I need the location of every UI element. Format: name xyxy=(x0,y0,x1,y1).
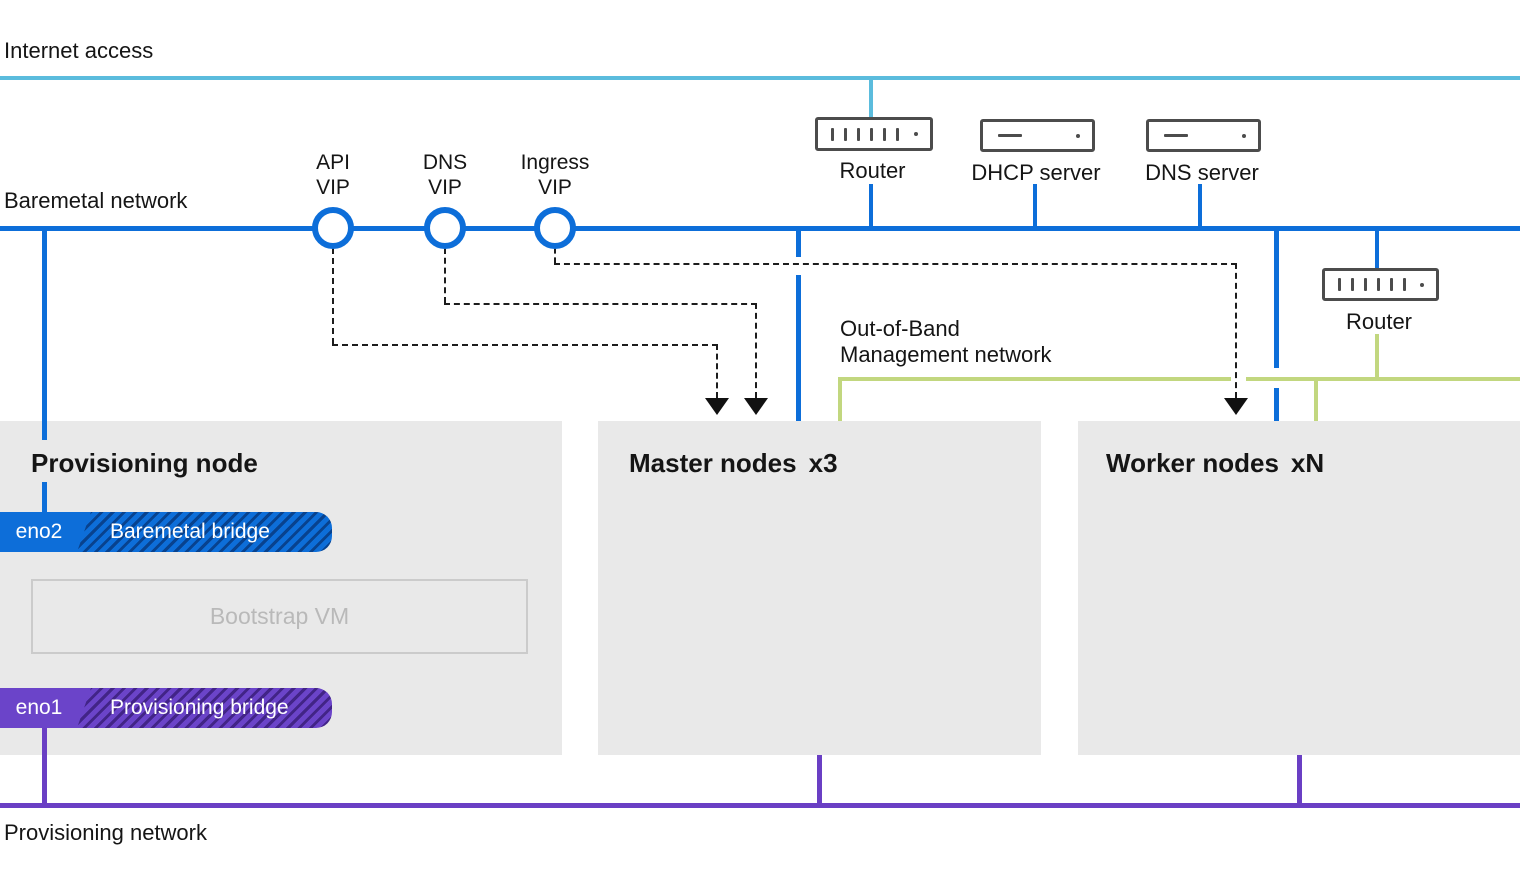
router-tick xyxy=(1403,278,1406,291)
oob-network-line-right xyxy=(1246,377,1520,381)
dns-to-baremetal-link xyxy=(1198,184,1202,226)
ingress-vip-circle xyxy=(534,207,576,249)
ingress-vip-label-line2: VIP xyxy=(538,176,572,199)
dhcp-server-label: DHCP server xyxy=(971,160,1101,185)
worker-nodes-box xyxy=(1078,421,1520,755)
dns-vip-label-line2: VIP xyxy=(428,176,462,199)
router-label: Router xyxy=(839,158,906,183)
router-to-baremetal-link xyxy=(869,184,873,226)
eno2-nic-label: eno2 xyxy=(15,520,63,543)
baremetal-network-label: Baremetal network xyxy=(4,188,188,213)
internet-access-label: Internet access xyxy=(4,38,154,63)
baremetal-to-master-link-upper xyxy=(796,231,801,257)
eno1-to-provisioning-net-link xyxy=(42,728,47,803)
master-nodes-box xyxy=(598,421,1041,755)
server-dash xyxy=(1164,134,1188,137)
baremetal-network-line xyxy=(0,226,1520,231)
api-vip-arrowhead xyxy=(705,398,729,415)
router-tick xyxy=(831,127,834,141)
api-vip-connector-down xyxy=(332,248,334,344)
dhcp-to-baremetal-link xyxy=(1033,184,1037,226)
ingress-vip-connector-across xyxy=(554,263,1237,265)
eno2-baremetal-bridge-badge: eno2 Baremetal bridge xyxy=(0,512,332,552)
oob-network-line-left xyxy=(838,377,1231,381)
router-tick xyxy=(896,127,899,141)
baremetal-to-worker-link-lower xyxy=(1274,388,1279,421)
provisioning-node-title: Provisioning node xyxy=(31,448,258,478)
api-vip-label-line2: VIP xyxy=(316,176,350,199)
router-tick xyxy=(1390,278,1393,291)
worker-to-provisioning-net-link xyxy=(1297,755,1302,803)
api-vip-connector-across xyxy=(332,344,718,346)
oob-network-label-line1: Out-of-Band xyxy=(840,316,960,341)
dns-vip-connector-down xyxy=(444,248,446,303)
worker-nodes-title-text: Worker nodes xyxy=(1106,448,1279,478)
baremetal-to-provisioning-link-lower xyxy=(42,482,47,512)
router-tick xyxy=(1338,278,1341,291)
oob-network-label: Out-of-Band Management network xyxy=(840,316,1052,368)
oob-to-master-link xyxy=(838,377,842,421)
oob-router-label: Router xyxy=(1345,309,1413,334)
router-tick xyxy=(1377,278,1380,291)
eno1-nic-label: eno1 xyxy=(15,696,63,719)
router-tick xyxy=(857,127,860,141)
server-led-dot xyxy=(1076,133,1080,138)
oob-to-worker-link xyxy=(1314,377,1318,421)
provisioning-bridge-label: Provisioning bridge xyxy=(110,696,289,719)
router-tick xyxy=(844,127,847,141)
dhcp-server-icon xyxy=(980,119,1095,152)
baremetal-bridge-label: Baremetal bridge xyxy=(110,520,270,543)
oob-router-icon xyxy=(1322,268,1439,301)
eno1-provisioning-bridge-badge: eno1 Provisioning bridge xyxy=(0,688,332,728)
oob-router-to-oob-link xyxy=(1375,334,1379,377)
router-port-ticks xyxy=(831,127,899,141)
provisioning-network-line xyxy=(0,803,1520,808)
provisioning-bridge-hatch xyxy=(77,688,332,728)
ingress-vip-connector-drop xyxy=(1235,263,1237,398)
master-nodes-title: Master nodes x3 xyxy=(629,448,838,479)
dns-vip-connector-across xyxy=(444,303,757,305)
master-nodes-title-text: Master nodes xyxy=(629,448,797,478)
router-tick xyxy=(1351,278,1354,291)
router-tick xyxy=(870,127,873,141)
router-led-dot xyxy=(1420,282,1424,287)
dns-server-label: DNS server xyxy=(1145,160,1259,185)
router-port-ticks xyxy=(1338,278,1406,291)
ingress-vip-label-line1: Ingress xyxy=(520,151,590,174)
router-tick xyxy=(883,127,886,141)
ingress-vip-connector-down xyxy=(554,248,556,263)
baremetal-bridge-hatch xyxy=(77,512,332,552)
dns-vip-circle xyxy=(424,207,466,249)
oob-network-label-line2: Management network xyxy=(840,342,1052,367)
server-led-dot xyxy=(1242,133,1246,138)
router-icon xyxy=(815,117,933,151)
internet-access-line xyxy=(0,76,1520,80)
server-dash xyxy=(998,134,1022,137)
baremetal-to-provisioning-link-upper xyxy=(42,231,47,440)
api-vip-label-line1: API xyxy=(316,151,350,174)
bootstrap-vm-label: Bootstrap VM xyxy=(209,603,350,629)
router-led-dot xyxy=(914,132,918,136)
master-nodes-count: x3 xyxy=(808,448,838,478)
api-vip-connector-drop xyxy=(716,344,718,398)
dns-vip-connector-drop xyxy=(755,303,757,398)
api-vip-circle xyxy=(312,207,354,249)
provisioning-network-label: Provisioning network xyxy=(4,820,207,845)
baremetal-to-master-link-lower xyxy=(796,275,801,421)
dns-vip-arrowhead xyxy=(744,398,768,415)
router-tick xyxy=(1364,278,1367,291)
dns-server-icon xyxy=(1146,119,1261,152)
baremetal-to-oob-router-link xyxy=(1375,231,1379,268)
ingress-vip-arrowhead xyxy=(1224,398,1248,415)
worker-nodes-title: Worker nodes xN xyxy=(1106,448,1324,479)
worker-nodes-count: xN xyxy=(1290,448,1325,478)
internet-to-router-link xyxy=(869,80,873,118)
master-to-provisioning-net-link xyxy=(817,755,822,803)
bootstrap-vm-box: Bootstrap VM xyxy=(31,579,528,654)
baremetal-to-worker-link-upper xyxy=(1274,231,1279,368)
dns-vip-label-line1: DNS xyxy=(422,151,468,174)
